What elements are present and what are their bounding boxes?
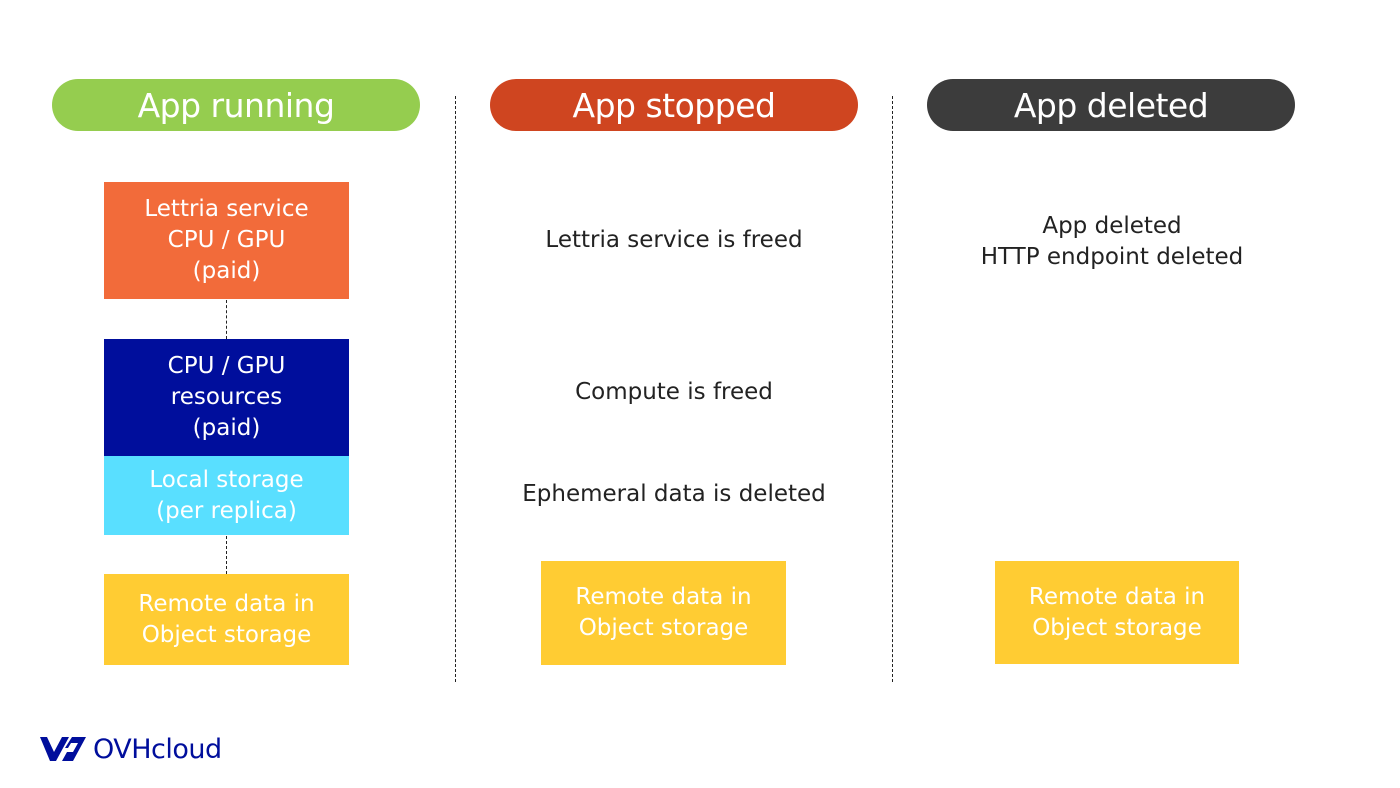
- box-line: CPU / GPU: [167, 353, 286, 379]
- remote-data-box: Remote data in Object storage: [995, 561, 1239, 664]
- box-line: CPU / GPU: [167, 227, 286, 253]
- compute-freed-note: Compute is freed: [575, 379, 773, 405]
- ephemeral-deleted-note: Ephemeral data is deleted: [522, 481, 826, 507]
- dashed-connector: [226, 300, 227, 339]
- box-line: (paid): [192, 258, 261, 284]
- box-line: Remote data in: [138, 590, 315, 617]
- cpu-gpu-resources-box: CPU / GPU resources (paid): [104, 339, 349, 456]
- app-deleted-note: App deleted HTTP endpoint deleted: [912, 211, 1312, 273]
- header-app-deleted: App deleted: [927, 79, 1295, 131]
- local-storage-box: Local storage (per replica): [104, 456, 349, 535]
- lettria-service-box: Lettria service CPU / GPU (paid): [104, 182, 349, 299]
- logo-text: OVHcloud: [93, 733, 222, 765]
- ovhcloud-logo: OVHcloud: [38, 732, 222, 766]
- dashed-connector: [226, 536, 227, 574]
- box-line: Remote data in: [1028, 583, 1206, 610]
- box-line: Object storage: [141, 621, 312, 648]
- remote-data-box: Remote data in Object storage: [541, 561, 786, 665]
- box-line: (per replica): [156, 497, 297, 524]
- box-line: Local storage: [149, 466, 304, 493]
- column-divider: [455, 96, 456, 682]
- ovhcloud-logo-icon: [40, 737, 86, 761]
- header-app-stopped: App stopped: [490, 79, 858, 131]
- note-line: App deleted: [1042, 213, 1182, 239]
- box-line: Lettria service: [144, 196, 309, 222]
- box-line: Object storage: [1032, 614, 1202, 641]
- header-app-running: App running: [52, 79, 420, 131]
- service-freed-note: Lettria service is freed: [545, 227, 803, 253]
- column-divider: [892, 96, 893, 682]
- box-line: Object storage: [578, 615, 749, 641]
- remote-data-box: Remote data in Object storage: [104, 574, 349, 665]
- box-line: Remote data in: [575, 584, 752, 610]
- box-line: resources: [170, 384, 283, 410]
- box-line: (paid): [192, 415, 261, 441]
- note-line: HTTP endpoint deleted: [980, 244, 1244, 270]
